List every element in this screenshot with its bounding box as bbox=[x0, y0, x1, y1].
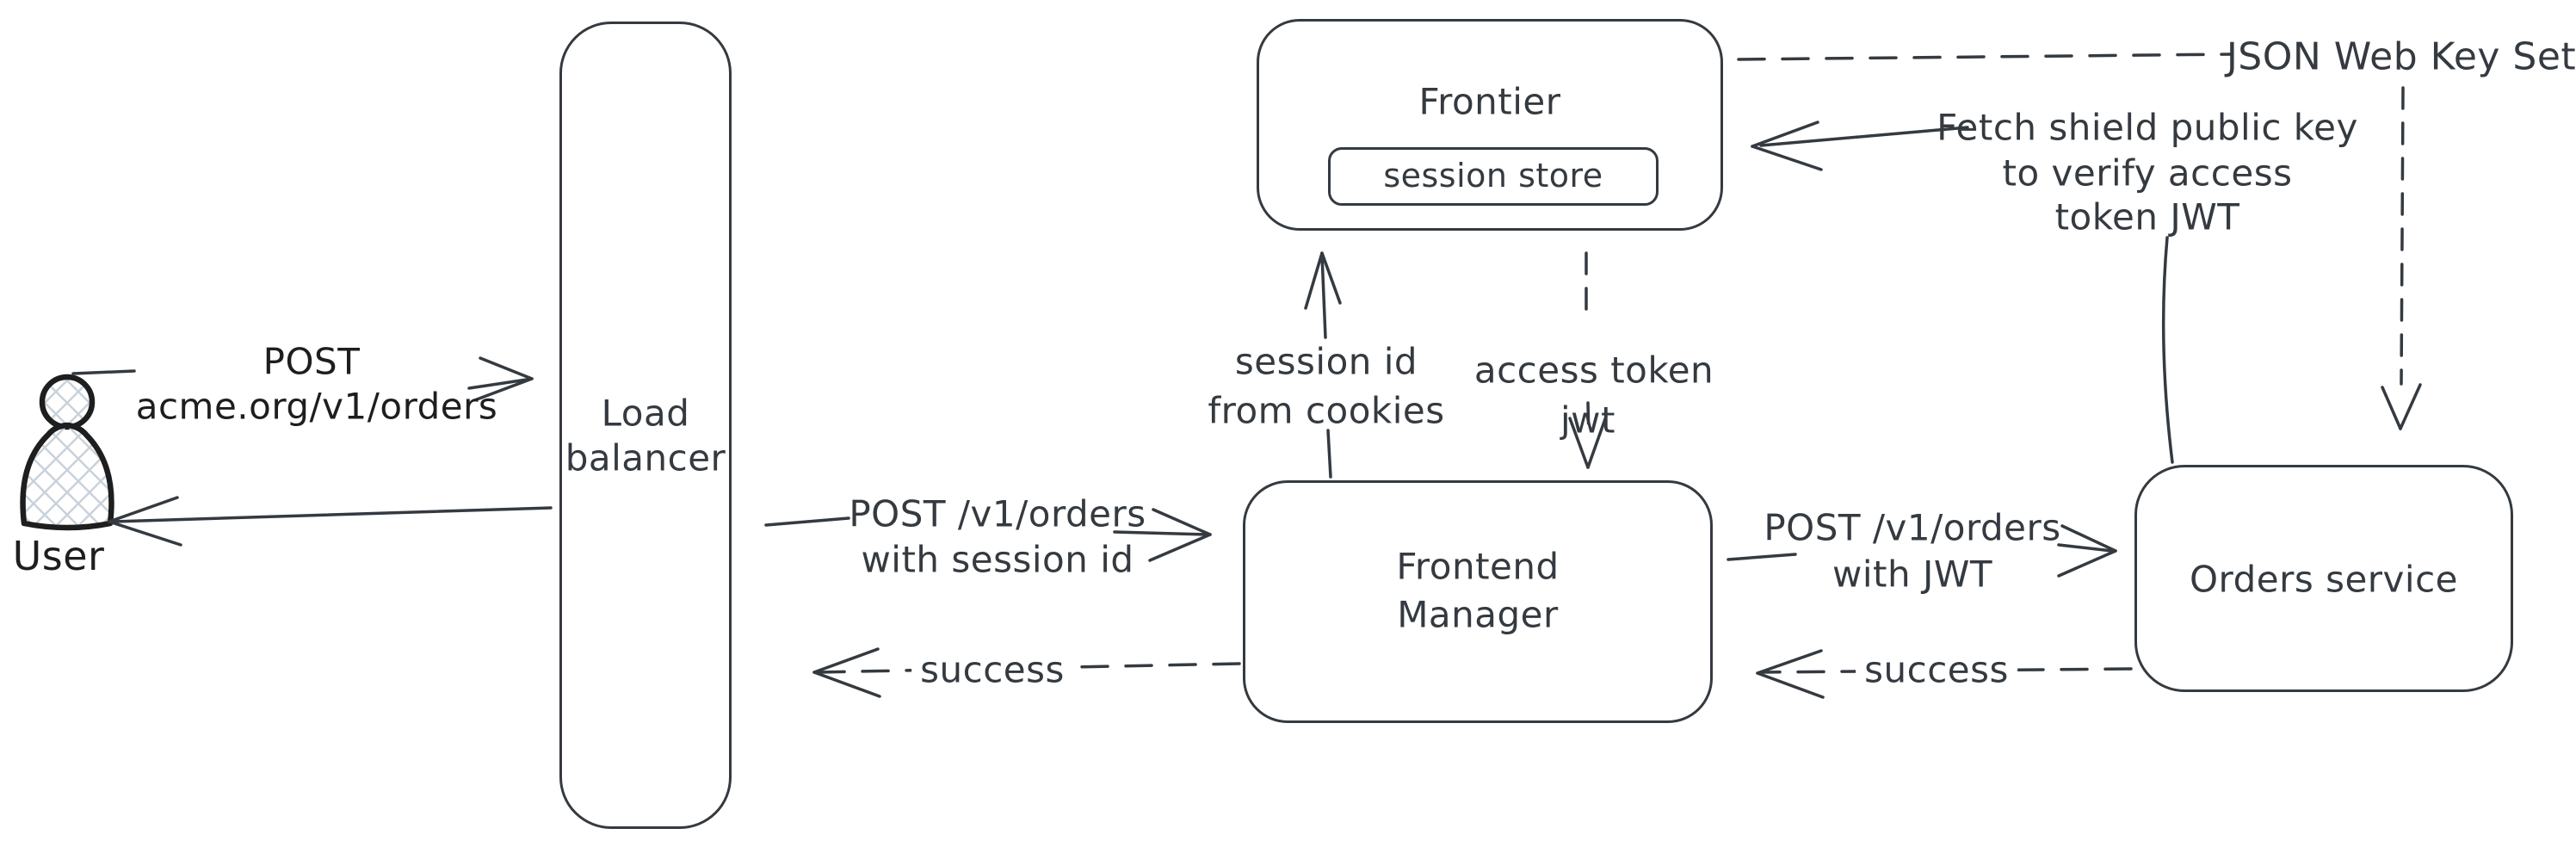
edge-lb-to-fm-label-line2: with session id bbox=[861, 538, 1134, 581]
edge-orders-to-fm-success-label: success bbox=[1856, 648, 2017, 691]
frontend-manager-node bbox=[1243, 480, 1713, 723]
arrow-frontier-to-fm bbox=[1568, 251, 1608, 469]
arrow-fm-to-lb-success bbox=[812, 647, 1241, 698]
load-balancer-node bbox=[559, 22, 732, 829]
session-store-label: session store bbox=[1383, 157, 1603, 195]
frontend-manager-label-line2: Manager bbox=[1397, 593, 1559, 636]
frontend-manager-label-line1: Frontend bbox=[1396, 545, 1560, 588]
arrow-lb-to-fm bbox=[764, 508, 1212, 562]
edge-fetch-key-label-line3: token JWT bbox=[2054, 195, 2240, 238]
edge-fm-to-orders-label-line1: POST /v1/orders bbox=[1764, 506, 2061, 549]
edge-fetch-key-label-line1: Fetch shield public key bbox=[1937, 106, 2358, 149]
edge-user-to-lb-label-line1: POST bbox=[263, 340, 361, 383]
edge-fm-to-orders-label-line2: with JWT bbox=[1832, 553, 1993, 596]
edge-frontier-to-fm-label-line2: jwt bbox=[1560, 399, 1615, 442]
user-icon bbox=[20, 374, 114, 531]
user-label: User bbox=[12, 533, 105, 579]
edge-frontier-to-fm-label-line1: access token bbox=[1473, 349, 1714, 392]
orders-service-node bbox=[2134, 465, 2513, 692]
edge-fetch-key-label-line2: to verify access bbox=[2002, 151, 2293, 195]
load-balancer-label-line1: Load bbox=[601, 392, 690, 435]
frontier-node bbox=[1257, 19, 1723, 231]
edge-fm-to-frontier-label-line1: session id bbox=[1234, 340, 1418, 383]
arrow-lb-to-user bbox=[108, 496, 553, 547]
frontier-label: Frontier bbox=[1418, 80, 1561, 123]
jwks-label: JSON Web Key Set bbox=[2226, 34, 2576, 79]
orders-service-label: Orders service bbox=[2189, 558, 2459, 601]
arrow-fm-to-orders bbox=[1727, 524, 2117, 578]
edge-user-to-lb-label-line2: acme.org/v1/orders bbox=[135, 385, 498, 428]
edge-fm-to-lb-success-label: success bbox=[911, 648, 1073, 691]
edge-lb-to-fm-label-line1: POST /v1/orders bbox=[849, 492, 1146, 535]
session-store-node bbox=[1328, 147, 1659, 206]
load-balancer-label-line2: balancer bbox=[565, 436, 726, 479]
edge-fm-to-frontier-label-line2: from cookies bbox=[1208, 389, 1445, 432]
arrow-jwks-to-orders bbox=[2381, 86, 2422, 430]
line-jwks-to-frontier bbox=[1737, 53, 2233, 61]
arrow-orders-to-frontier-fetch bbox=[1751, 121, 2174, 464]
arrow-user-to-lb bbox=[71, 356, 534, 401]
arrow-fm-to-frontier bbox=[1304, 251, 1342, 479]
